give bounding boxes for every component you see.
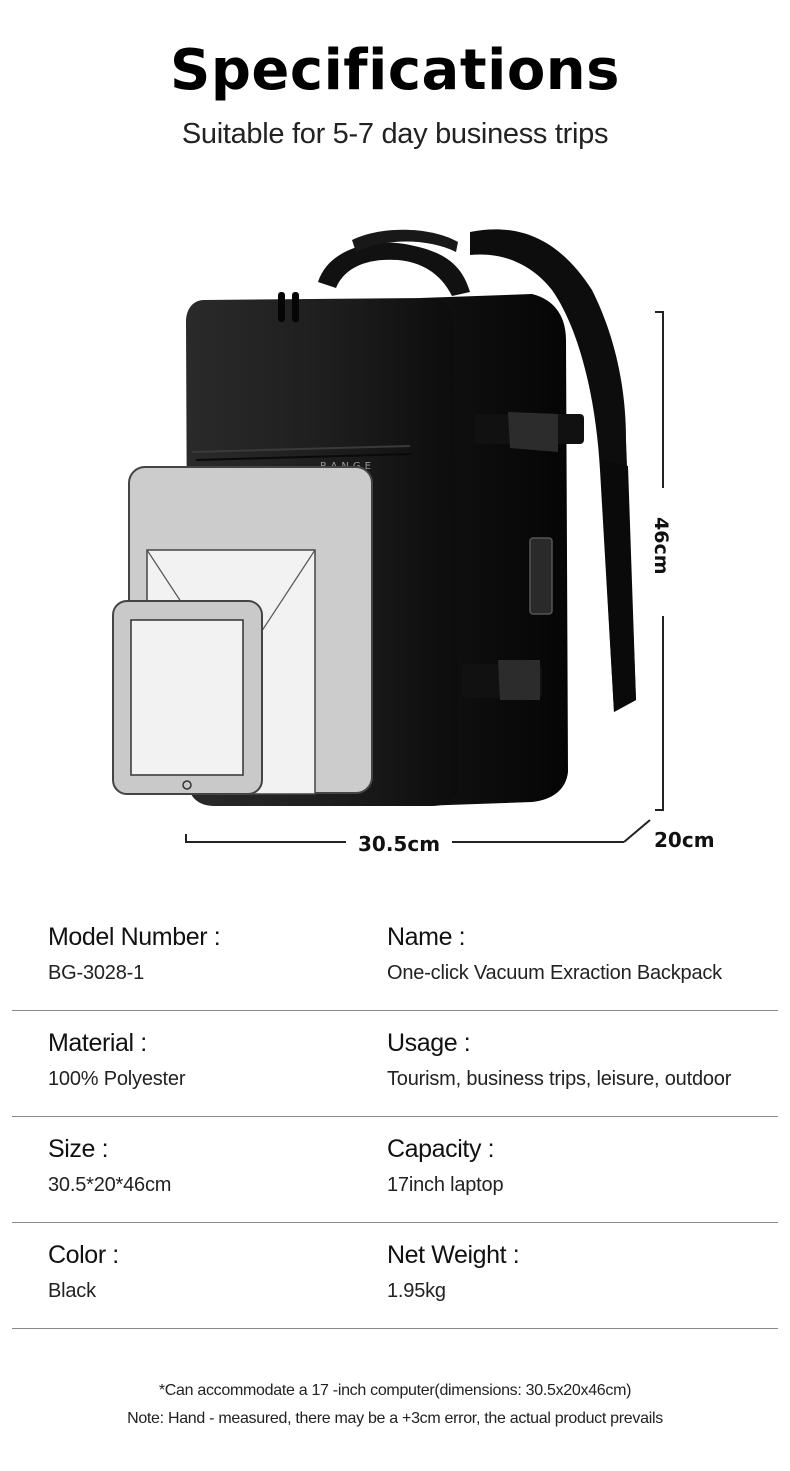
spec-cell: Capacity : 17inch laptop <box>387 1135 504 1197</box>
spec-label-usage: Usage : <box>387 1029 471 1057</box>
row-divider <box>12 1010 778 1011</box>
spec-value-material: 100% Polyester <box>48 1068 186 1090</box>
spec-label-capacity: Capacity : <box>387 1135 495 1163</box>
spec-value-size: 30.5*20*46cm <box>48 1174 172 1196</box>
spec-label-color: Color : <box>48 1241 119 1269</box>
height-dimension: 46cm <box>650 311 672 811</box>
spec-label-net-weight: Net Weight : <box>387 1241 520 1269</box>
spec-cell: Usage : Tourism, business trips, leisure… <box>387 1029 731 1091</box>
spec-label-material: Material : <box>48 1029 147 1057</box>
footnote-measurement: Note: Hand - measured, there may be a +3… <box>127 1410 663 1427</box>
row-divider <box>12 1328 778 1329</box>
footnotes: *Can accommodate a 17 -inch computer(dim… <box>0 1377 790 1433</box>
width-dimension: 30.5cm <box>185 832 624 856</box>
spec-row: Model Number : BG-3028-1 Name : One-clic… <box>0 905 790 1011</box>
spec-value-color: Black <box>48 1280 96 1302</box>
depth-label: 20cm <box>654 828 715 852</box>
spec-cell: Color : Black <box>48 1241 119 1303</box>
spec-label-name: Name : <box>387 923 466 951</box>
product-illustration: RANGE 46cm 30.5cm 20cm <box>112 229 715 856</box>
spec-row: Size : 30.5*20*46cm Capacity : 17inch la… <box>0 1117 790 1223</box>
page-subtitle: Suitable for 5-7 day business trips <box>181 118 609 150</box>
spec-table: Model Number : BG-3028-1 Name : One-clic… <box>0 905 790 1329</box>
spec-value-model-number: BG-3028-1 <box>48 962 145 984</box>
row-divider <box>12 1222 778 1223</box>
height-label: 46cm <box>650 517 672 575</box>
row-divider <box>12 1116 778 1117</box>
spec-cell: Name : One-click Vacuum Exraction Backpa… <box>387 923 722 985</box>
depth-dimension: 20cm <box>623 819 715 852</box>
spec-value-capacity: 17inch laptop <box>387 1174 504 1196</box>
spec-row: Color : Black Net Weight : 1.95kg <box>0 1223 790 1329</box>
footnote-capacity: *Can accommodate a 17 -inch computer(dim… <box>158 1382 632 1399</box>
width-label: 30.5cm <box>358 832 440 856</box>
spec-cell: Model Number : BG-3028-1 <box>48 923 221 985</box>
spec-value-name: One-click Vacuum Exraction Backpack <box>387 962 722 984</box>
spec-value-usage: Tourism, business trips, leisure, outdoo… <box>387 1068 732 1090</box>
spec-cell: Size : 30.5*20*46cm <box>48 1135 171 1197</box>
spec-value-net-weight: 1.95kg <box>387 1280 446 1302</box>
spec-cell: Net Weight : 1.95kg <box>387 1241 520 1303</box>
spec-cell: Material : 100% Polyester <box>48 1029 185 1091</box>
spec-label-size: Size : <box>48 1135 109 1163</box>
page-title: Specifications <box>170 38 620 103</box>
spec-row: Material : 100% Polyester Usage : Touris… <box>0 1011 790 1117</box>
tablet-outline-icon <box>112 600 263 795</box>
spec-label-model-number: Model Number : <box>48 923 221 951</box>
